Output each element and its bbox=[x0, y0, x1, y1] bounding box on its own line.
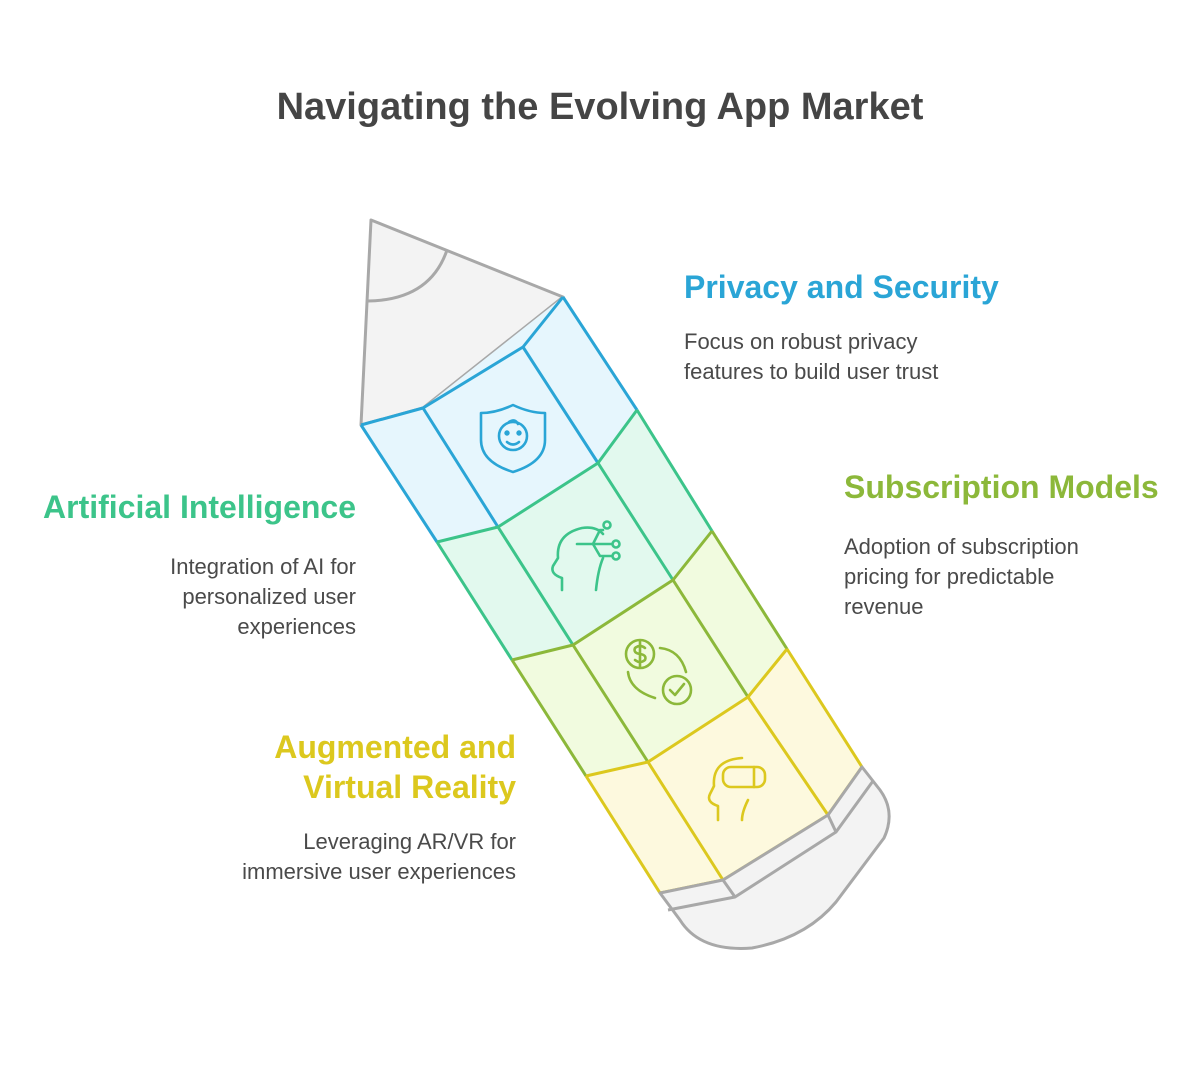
segment-ai bbox=[435, 409, 714, 661]
privacy-description-line: features to build user trust bbox=[684, 359, 939, 384]
arvr-heading-line: Virtual Reality bbox=[303, 769, 516, 805]
subscription-description-line: revenue bbox=[844, 594, 924, 619]
ai-description-line: personalized user bbox=[182, 584, 356, 609]
arvr-description-line: Leveraging AR/VR for bbox=[303, 829, 516, 854]
arvr-heading-line: Augmented and bbox=[274, 729, 516, 765]
ai-description: Integration of AI for personalized user … bbox=[170, 552, 356, 642]
vr-headset-icon bbox=[707, 756, 767, 822]
page-title: Navigating the Evolving App Market bbox=[276, 86, 924, 128]
subscription-description-line: Adoption of subscription bbox=[844, 534, 1079, 559]
arvr-description: Leveraging AR/VR for immersive user expe… bbox=[242, 827, 516, 887]
ai-description-line: Integration of AI for bbox=[170, 554, 356, 579]
subscription-description-line: pricing for predictable bbox=[844, 564, 1055, 589]
privacy-heading: Privacy and Security bbox=[684, 269, 999, 305]
subscription-heading: Subscription Models bbox=[844, 469, 1159, 505]
ai-description-line: experiences bbox=[237, 614, 356, 639]
pencil-eraser bbox=[658, 765, 891, 950]
ai-heading: Artificial Intelligence bbox=[43, 489, 356, 525]
shield-face-icon bbox=[479, 403, 547, 474]
arvr-description-line: immersive user experiences bbox=[242, 859, 516, 884]
dollar-cycle-check-icon bbox=[624, 638, 693, 706]
subscription-description: Adoption of subscription pricing for pre… bbox=[844, 532, 1079, 622]
privacy-description: Focus on robust privacy features to buil… bbox=[684, 327, 938, 387]
privacy-description-line: Focus on robust privacy bbox=[684, 329, 918, 354]
ai-head-icon bbox=[551, 520, 621, 592]
arvr-heading: Augmented and Virtual Reality bbox=[274, 727, 516, 807]
